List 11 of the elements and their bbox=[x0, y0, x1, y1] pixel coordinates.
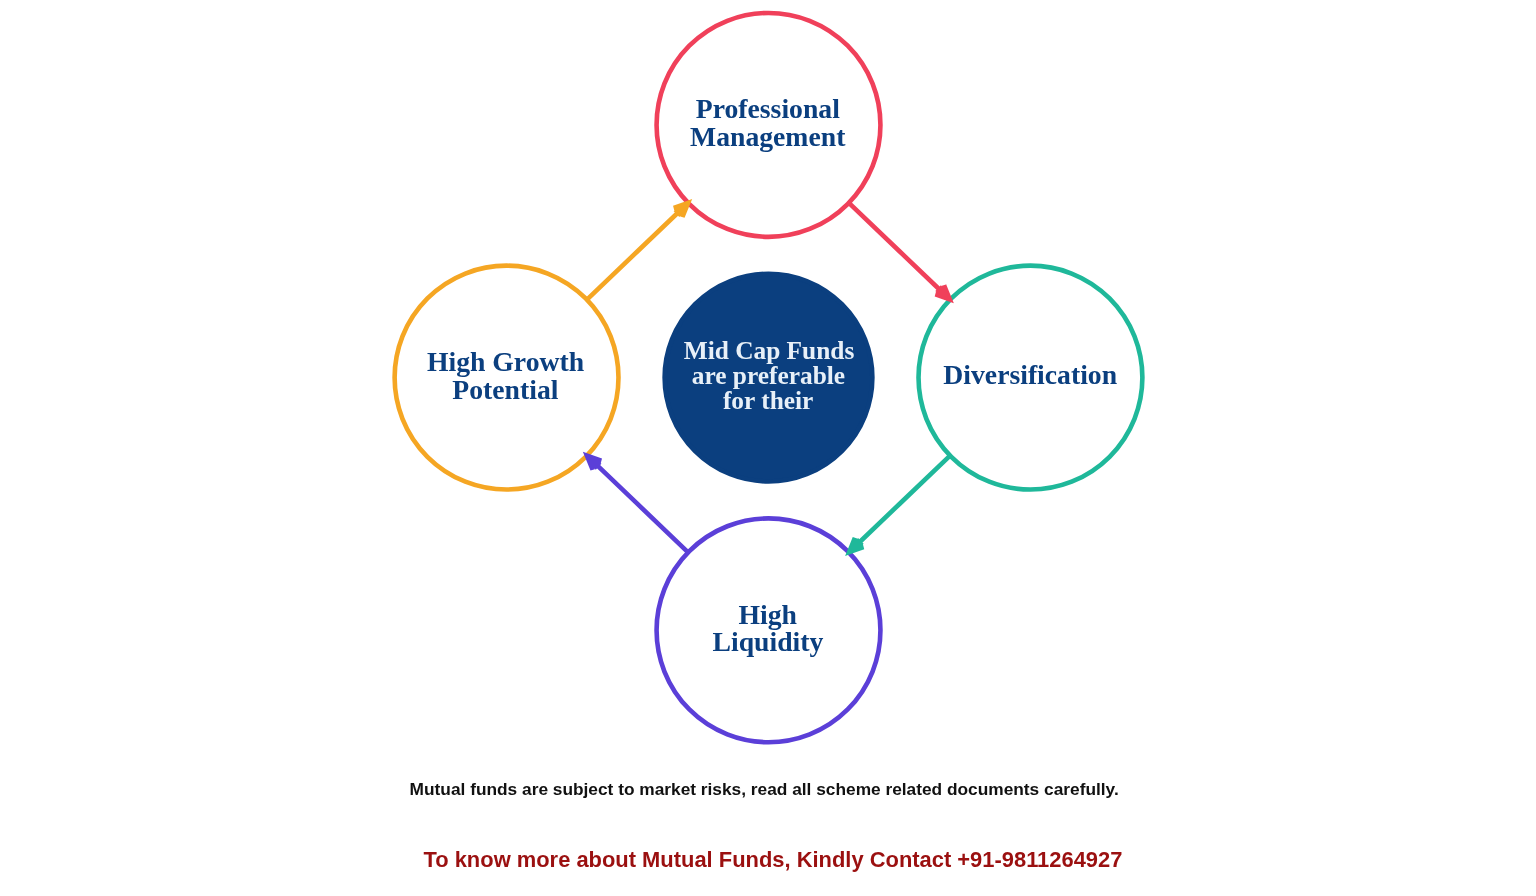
arrow bbox=[584, 453, 689, 554]
label: Mutual funds are subject to market risks, read all scheme related documents carefully. bbox=[409, 778, 1119, 799]
arrow bbox=[846, 453, 952, 555]
node-circle: Diversification bbox=[915, 263, 1145, 492]
node-circle: Professional Management bbox=[653, 10, 883, 240]
node-circle: High Growth Potential bbox=[391, 263, 621, 492]
arrow bbox=[585, 200, 690, 301]
arrow bbox=[846, 201, 952, 302]
node-circle: High Liquidity bbox=[653, 516, 883, 745]
node-circle: Mid Cap Funds are preferable for their bbox=[661, 271, 875, 484]
label: To know more about Mutual Funds, Kindly Contact +91-9811264927 bbox=[422, 846, 1122, 872]
